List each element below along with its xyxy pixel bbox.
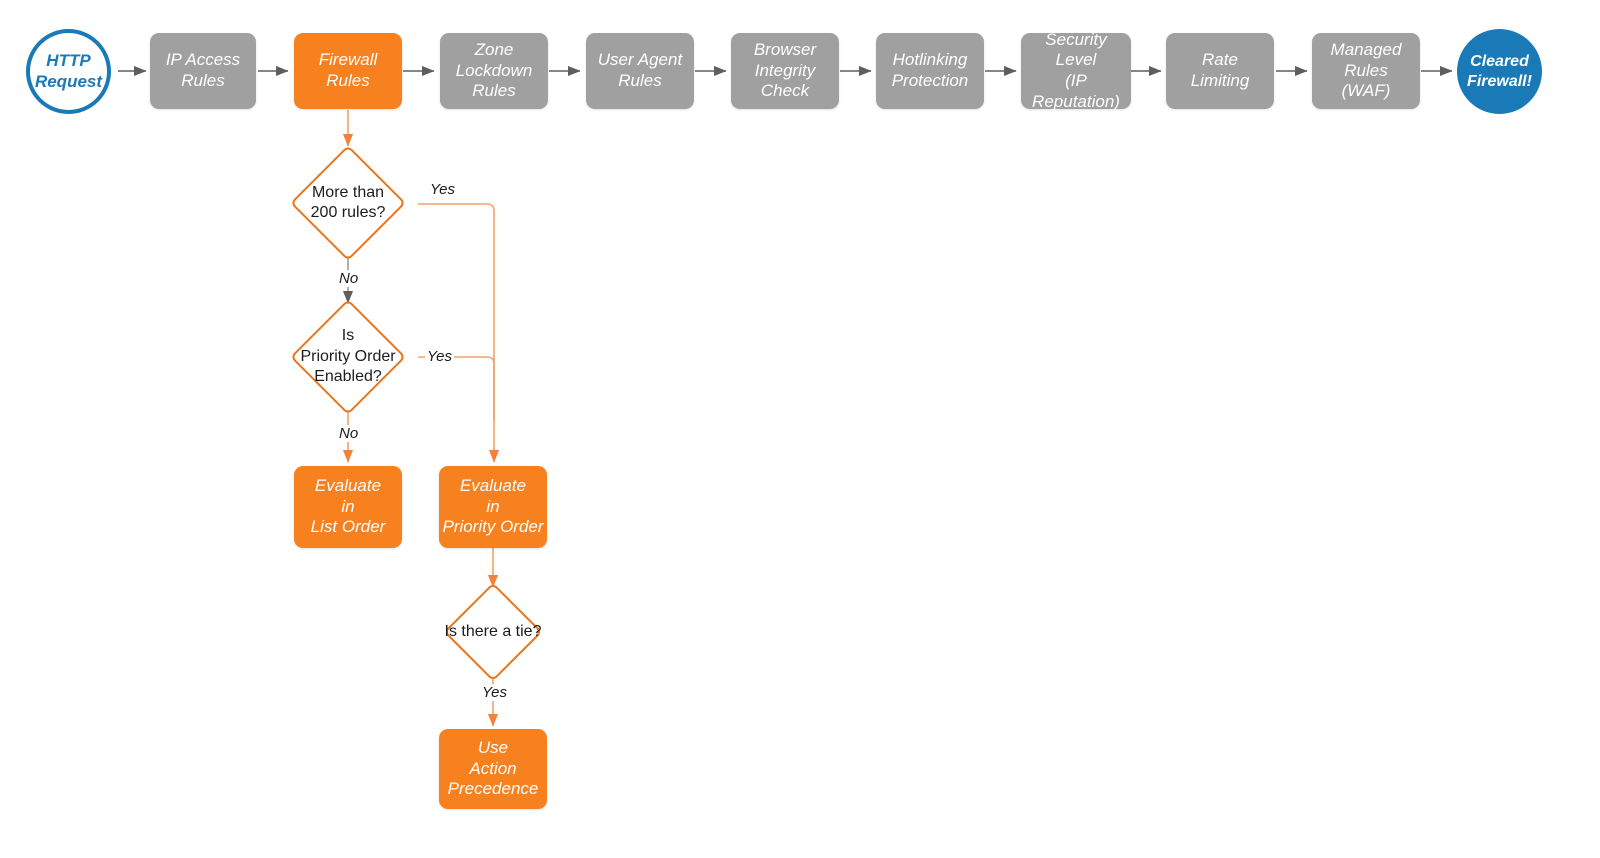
node-http-request-label: HTTP Request bbox=[34, 50, 103, 91]
node-ip-access-rules[interactable]: IP Access Rules bbox=[150, 33, 256, 109]
node-cleared-firewall-label: Cleared Firewall! bbox=[1467, 52, 1532, 90]
node-firewall-rules-label: Firewall Rules bbox=[318, 50, 378, 90]
node-ip-access-rules-label: IP Access Rules bbox=[165, 50, 241, 90]
node-hotlinking-protection[interactable]: Hotlinking Protection bbox=[876, 33, 984, 109]
node-managed-rules-waf-label: Managed Rules (WAF) bbox=[1330, 39, 1402, 101]
node-managed-rules-waf[interactable]: Managed Rules (WAF) bbox=[1312, 33, 1420, 109]
decision-more-than-200-rules-label: More than 200 rules? bbox=[310, 183, 386, 221]
edge-label-yes-priority-order: Yes bbox=[425, 348, 455, 365]
node-zone-lockdown-rules-label: Zone Lockdown Rules bbox=[455, 39, 533, 101]
node-cleared-firewall[interactable]: Cleared Firewall! bbox=[1457, 29, 1542, 114]
node-browser-integrity-check-label: Browser Integrity Check bbox=[753, 39, 817, 101]
node-evaluate-in-list-order-label: Evaluate in List Order bbox=[310, 475, 386, 537]
node-rate-limiting[interactable]: Rate Limiting bbox=[1166, 33, 1274, 109]
decision-is-there-a-tie[interactable]: Is there a tie? bbox=[424, 582, 562, 682]
node-browser-integrity-check[interactable]: Browser Integrity Check bbox=[731, 33, 839, 109]
node-hotlinking-protection-label: Hotlinking Protection bbox=[891, 50, 969, 90]
node-use-action-precedence[interactable]: Use Action Precedence bbox=[439, 729, 547, 809]
node-use-action-precedence-label: Use Action Precedence bbox=[447, 737, 539, 799]
node-http-request[interactable]: HTTP Request bbox=[26, 29, 111, 114]
decision-is-priority-order-enabled-label: Is Priority Order Enabled? bbox=[300, 327, 396, 386]
edge-label-yes-200-rules: Yes bbox=[428, 181, 458, 198]
node-user-agent-rules[interactable]: User Agent Rules bbox=[586, 33, 694, 109]
node-firewall-rules[interactable]: Firewall Rules bbox=[294, 33, 402, 109]
node-evaluate-in-priority-order[interactable]: Evaluate in Priority Order bbox=[439, 466, 547, 548]
decision-is-there-a-tie-label: Is there a tie? bbox=[444, 622, 542, 640]
node-user-agent-rules-label: User Agent Rules bbox=[597, 50, 683, 90]
edge-label-no-priority-order: No bbox=[337, 425, 361, 442]
node-security-level-label: Security Level (IP Reputation) bbox=[1032, 29, 1120, 111]
node-rate-limiting-label: Rate Limiting bbox=[1190, 50, 1250, 90]
node-zone-lockdown-rules[interactable]: Zone Lockdown Rules bbox=[440, 33, 548, 109]
node-evaluate-in-priority-order-label: Evaluate in Priority Order bbox=[442, 475, 544, 537]
node-evaluate-in-list-order[interactable]: Evaluate in List Order bbox=[294, 466, 402, 548]
decision-more-than-200-rules[interactable]: More than 200 rules? bbox=[272, 145, 424, 261]
decision-is-priority-order-enabled[interactable]: Is Priority Order Enabled? bbox=[272, 299, 424, 415]
edge-label-no-200-rules: No bbox=[337, 270, 361, 287]
node-security-level[interactable]: Security Level (IP Reputation) bbox=[1021, 30, 1131, 111]
edge-label-yes-tie: Yes bbox=[480, 684, 510, 701]
